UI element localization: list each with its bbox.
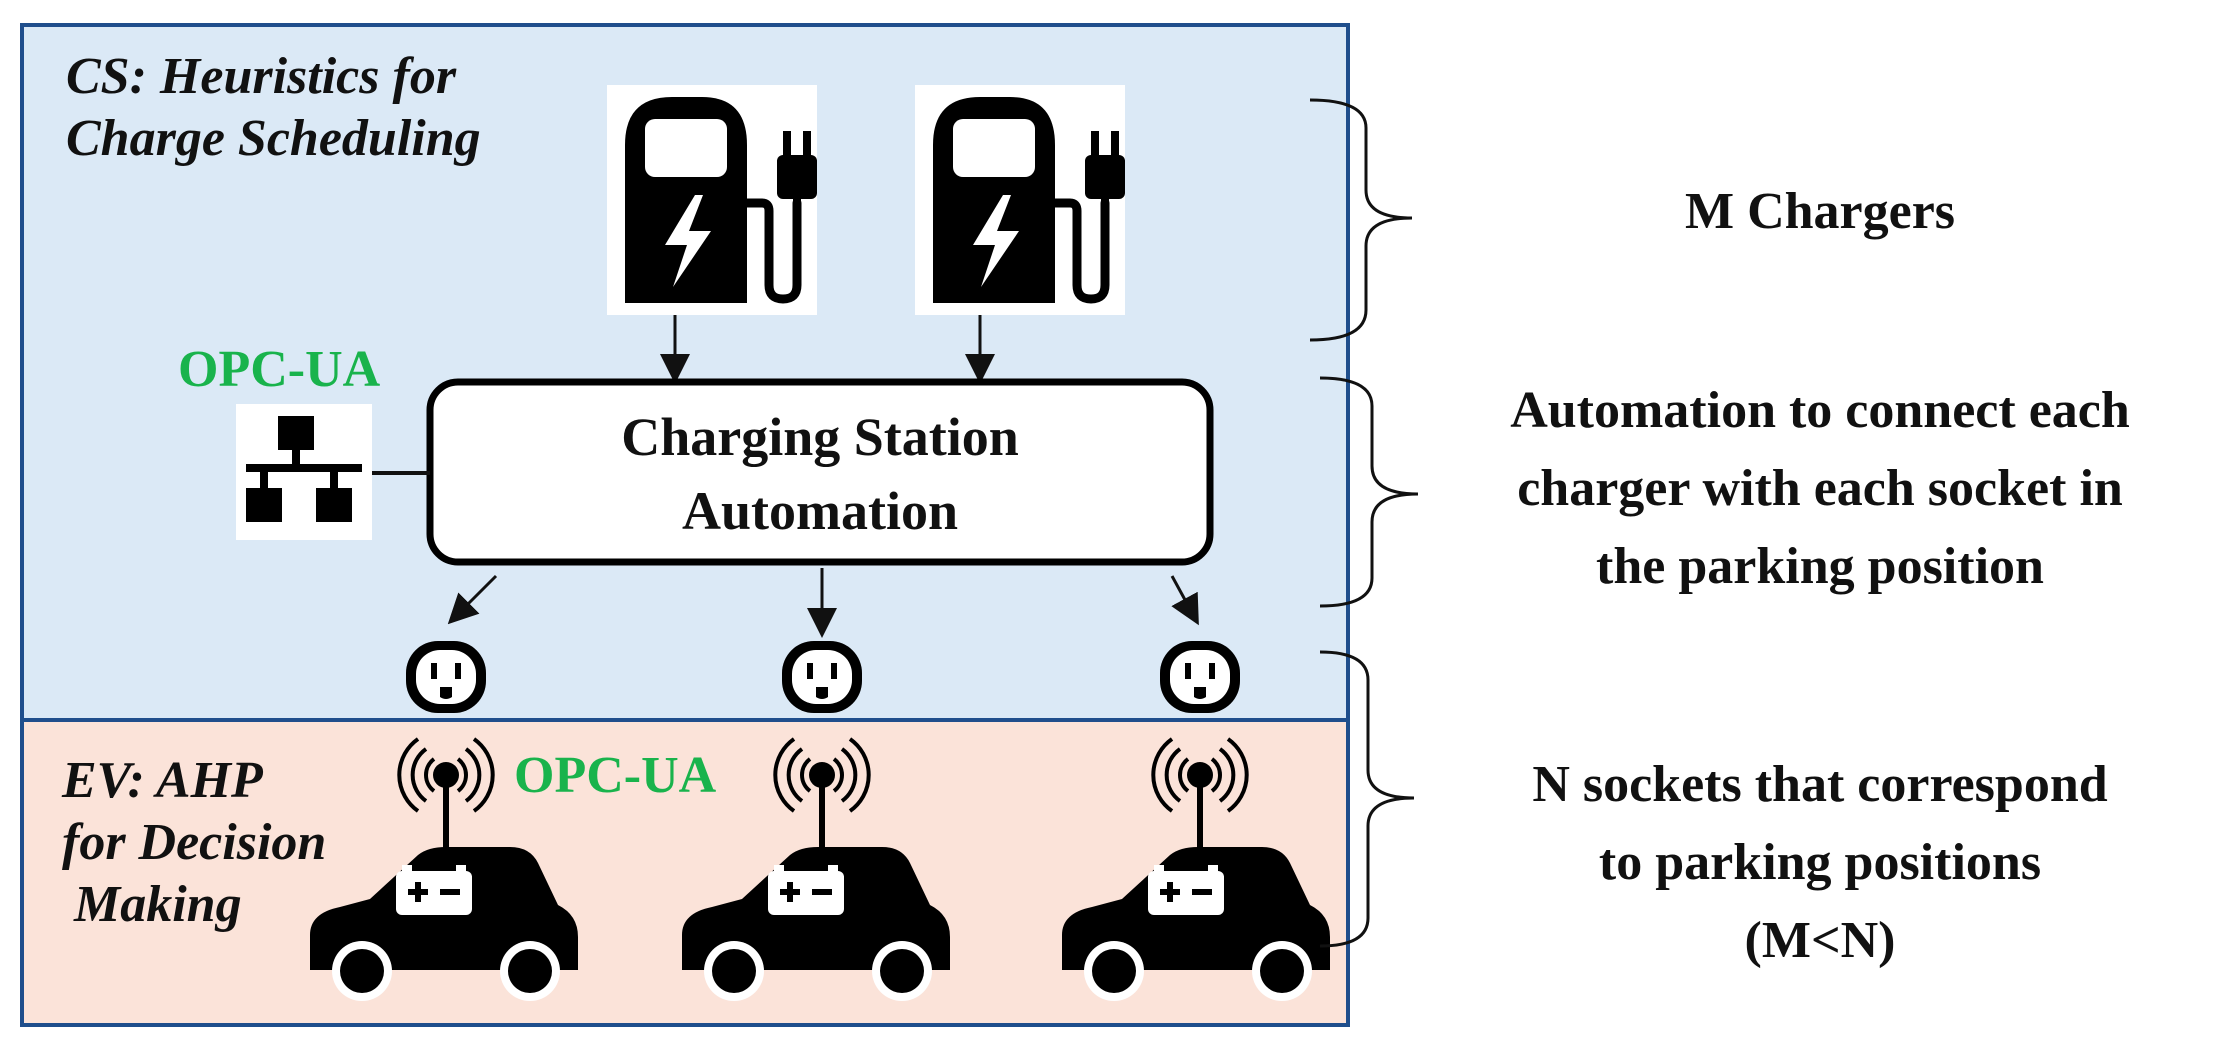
label-sockets-line1: N sockets that correspond [1532, 756, 2108, 813]
label-automation-description: Automation to connect each charger with … [1420, 372, 2220, 606]
automation-box-label: Charging Station Automation [430, 400, 1210, 548]
power-socket-icon [406, 641, 486, 713]
label-m-chargers: M Chargers [1684, 183, 1956, 240]
cs-title-line1: CS: Heuristics for [66, 48, 457, 105]
label-sockets-line3: (M<N) [1744, 912, 1896, 969]
label-sockets-line2: to parking positions [1598, 834, 2042, 891]
network-icon [236, 404, 372, 540]
label-automation-line3: the parking position [1596, 538, 2044, 595]
opc-ua-label-cs: OPC-UA [178, 341, 381, 398]
brace-chargers [1309, 98, 1413, 342]
cs-title: CS: Heuristics for Charge Scheduling [66, 46, 481, 170]
label-sockets-description: N sockets that correspond to parking pos… [1420, 746, 2220, 980]
arrow [1170, 575, 1199, 626]
arrow [447, 574, 498, 625]
label-automation-line1: Automation to connect each [1510, 382, 2130, 439]
ev-title-line3: Making [74, 876, 242, 933]
ev-title: EV: AHP for Decision Making [62, 750, 326, 936]
ev-title-line2: for Decision [62, 814, 327, 871]
opc-ua-label-ev: OPC-UA [514, 747, 717, 804]
cs-title-line2: Charge Scheduling [66, 110, 481, 167]
automation-box-line1: Charging Station [621, 407, 1019, 467]
ev-charger-icon [607, 85, 817, 315]
ev-charger-icon [915, 85, 1125, 315]
brace-automation [1319, 376, 1419, 608]
power-socket-icon [782, 641, 862, 713]
automation-box-line2: Automation [681, 481, 958, 541]
brace-sockets [1319, 650, 1415, 948]
ev-title-line1: EV: AHP [62, 752, 263, 809]
power-socket-icon [1160, 641, 1240, 713]
label-automation-line2: charger with each socket in [1517, 460, 2123, 517]
